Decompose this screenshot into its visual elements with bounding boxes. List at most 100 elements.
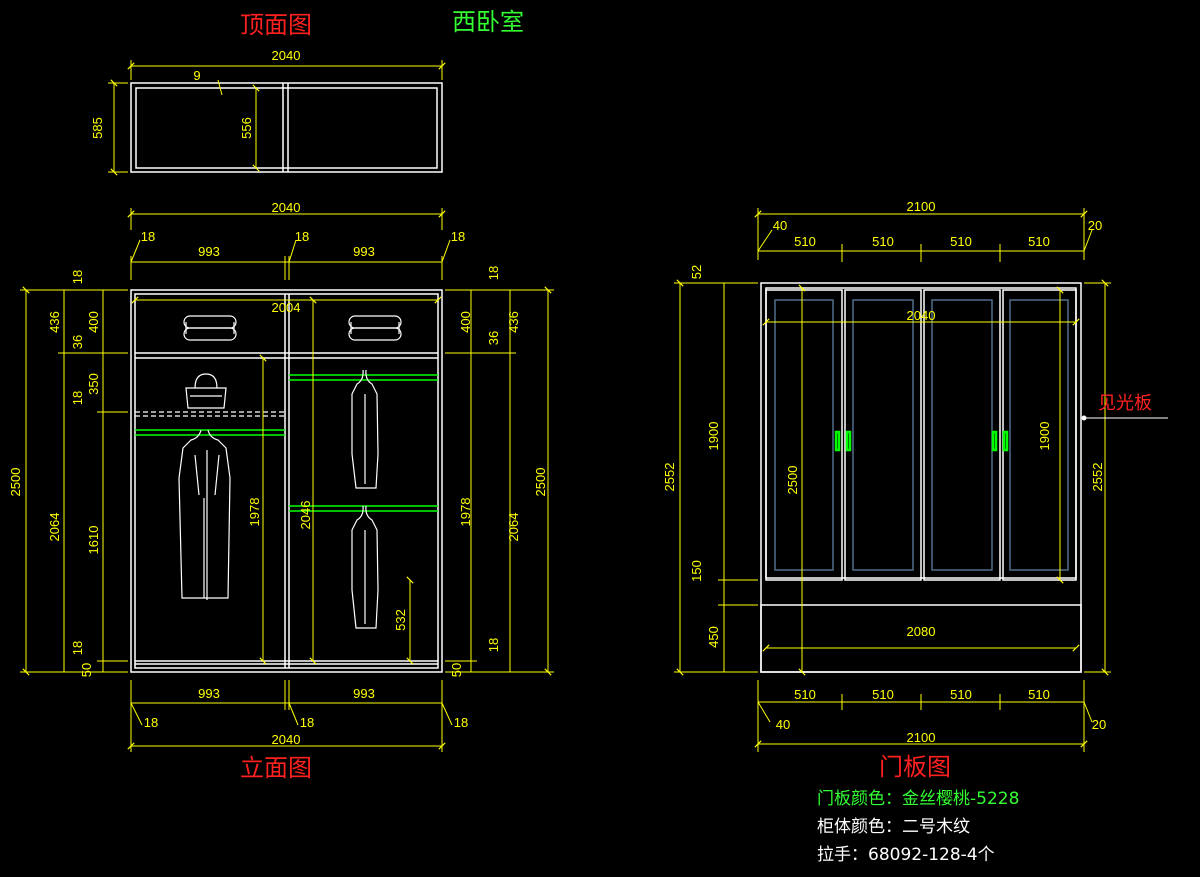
hanging-rails: [135, 374, 438, 512]
dim-label: 2064: [506, 513, 521, 542]
visible-panel-label: 见光板: [1098, 393, 1152, 414]
cabinet-color-note: 柜体颜色：二号木纹: [817, 817, 970, 837]
dim-label: 18: [486, 266, 501, 280]
dim-label: 2004: [272, 300, 301, 315]
dim-label: 18: [295, 229, 309, 244]
dim-label: 9: [193, 68, 200, 83]
elevation-outer: [130, 289, 443, 673]
dim-label: 18: [70, 391, 85, 405]
top-view: [130, 82, 443, 173]
dim-label: 40: [773, 218, 787, 233]
dim-label: 18: [454, 715, 468, 730]
dim-label: 2080: [907, 624, 936, 639]
dim-label: 52: [689, 265, 704, 279]
dim-label: 400: [458, 311, 473, 333]
dim-label: 50: [449, 663, 464, 677]
dim-label: 1900: [706, 422, 721, 451]
dim-label: 18: [451, 229, 465, 244]
dim-label: 510: [794, 687, 816, 702]
dim-label: 993: [198, 244, 220, 259]
door-leaf: [765, 289, 843, 581]
room-title: 西卧室: [452, 8, 524, 36]
dim-label: 20: [1092, 717, 1106, 732]
dim-label: 2040: [907, 308, 936, 323]
folded-clothes-icon: [183, 315, 237, 341]
dim-label: 510: [1028, 687, 1050, 702]
door-view: [760, 282, 1082, 673]
dim-label: 436: [506, 311, 521, 333]
dim-label: 993: [353, 244, 375, 259]
elevation-inner: [134, 293, 439, 669]
elevation-cabinet: [130, 289, 443, 673]
top-view-title: 顶面图: [240, 11, 312, 39]
dim-label: 36: [486, 331, 501, 345]
dim-label: 450: [706, 626, 721, 648]
dim-label: 2040: [272, 48, 301, 63]
dim-label: 532: [393, 609, 408, 631]
dim-label: 2500: [533, 468, 548, 497]
elevation-dims: [20, 208, 554, 752]
dim-label: 50: [79, 663, 94, 677]
handle-icon: [834, 430, 841, 452]
dim-label: 510: [794, 234, 816, 249]
top-view-inner: [135, 87, 438, 169]
dim-label: 510: [1028, 234, 1050, 249]
dim-label: 20: [1088, 218, 1102, 233]
dim-label: 2500: [8, 468, 23, 497]
handbag-icon: [185, 373, 227, 409]
dim-label: 1978: [458, 498, 473, 527]
dim-label: 350: [86, 373, 101, 395]
dim-label: 510: [950, 687, 972, 702]
dim-label: 2100: [907, 730, 936, 745]
dim-label: 18: [144, 715, 158, 730]
dim-label: 993: [198, 686, 220, 701]
folded-clothes-icon: [348, 315, 402, 341]
dim-label: 993: [353, 686, 375, 701]
dim-label: 2500: [785, 466, 800, 495]
handle-icon: [845, 430, 852, 452]
jacket-icon: [351, 369, 379, 489]
handle-icon: [1002, 430, 1009, 452]
elevation-title: 立面图: [240, 754, 312, 782]
door-leaf: [923, 289, 1001, 581]
dim-label: 2100: [907, 199, 936, 214]
top-view-dims: [108, 60, 446, 176]
door-dims: [674, 208, 1111, 752]
visible-panel-leader: [1081, 415, 1168, 421]
dim-label: 2064: [47, 513, 62, 542]
dim-label: 18: [141, 229, 155, 244]
dim-label: 18: [300, 715, 314, 730]
dim-label: 436: [47, 311, 62, 333]
long-coat-icon: [178, 429, 231, 600]
dim-label: 2552: [662, 463, 677, 492]
dim-label: 18: [486, 638, 501, 652]
door-view-title: 门板图: [879, 753, 951, 781]
handle-note: 拉手：68092-128-4个: [817, 845, 995, 865]
dim-label: 585: [90, 117, 105, 139]
drawer-panel: [760, 604, 1082, 673]
dim-label: 2040: [272, 732, 301, 747]
dim-label: 2046: [298, 501, 313, 530]
dim-label: 510: [872, 687, 894, 702]
dim-label: 2040: [272, 200, 301, 215]
dim-label: 1900: [1037, 422, 1052, 451]
door-color-note: 门板颜色：金丝樱桃-5228: [817, 789, 1020, 809]
dim-label: 1610: [86, 526, 101, 555]
dim-label: 18: [70, 641, 85, 655]
dim-label: 2552: [1090, 463, 1105, 492]
dim-label: 36: [70, 335, 85, 349]
handle-icon: [991, 430, 998, 452]
door-handles: [834, 430, 1009, 452]
dim-label: 18: [70, 270, 85, 284]
dim-label: 40: [776, 717, 790, 732]
dim-label: 150: [689, 560, 704, 582]
dim-label: 510: [872, 234, 894, 249]
door-leaf: [844, 289, 922, 581]
dimension-labels: 2040 9 556 585 2040 18 18 18 993 993 200…: [8, 48, 1106, 747]
dim-label: 1978: [247, 498, 262, 527]
dim-label: 400: [86, 311, 101, 333]
top-view-outer: [130, 82, 443, 173]
dim-label: 556: [239, 117, 254, 139]
jacket-icon: [351, 505, 379, 629]
